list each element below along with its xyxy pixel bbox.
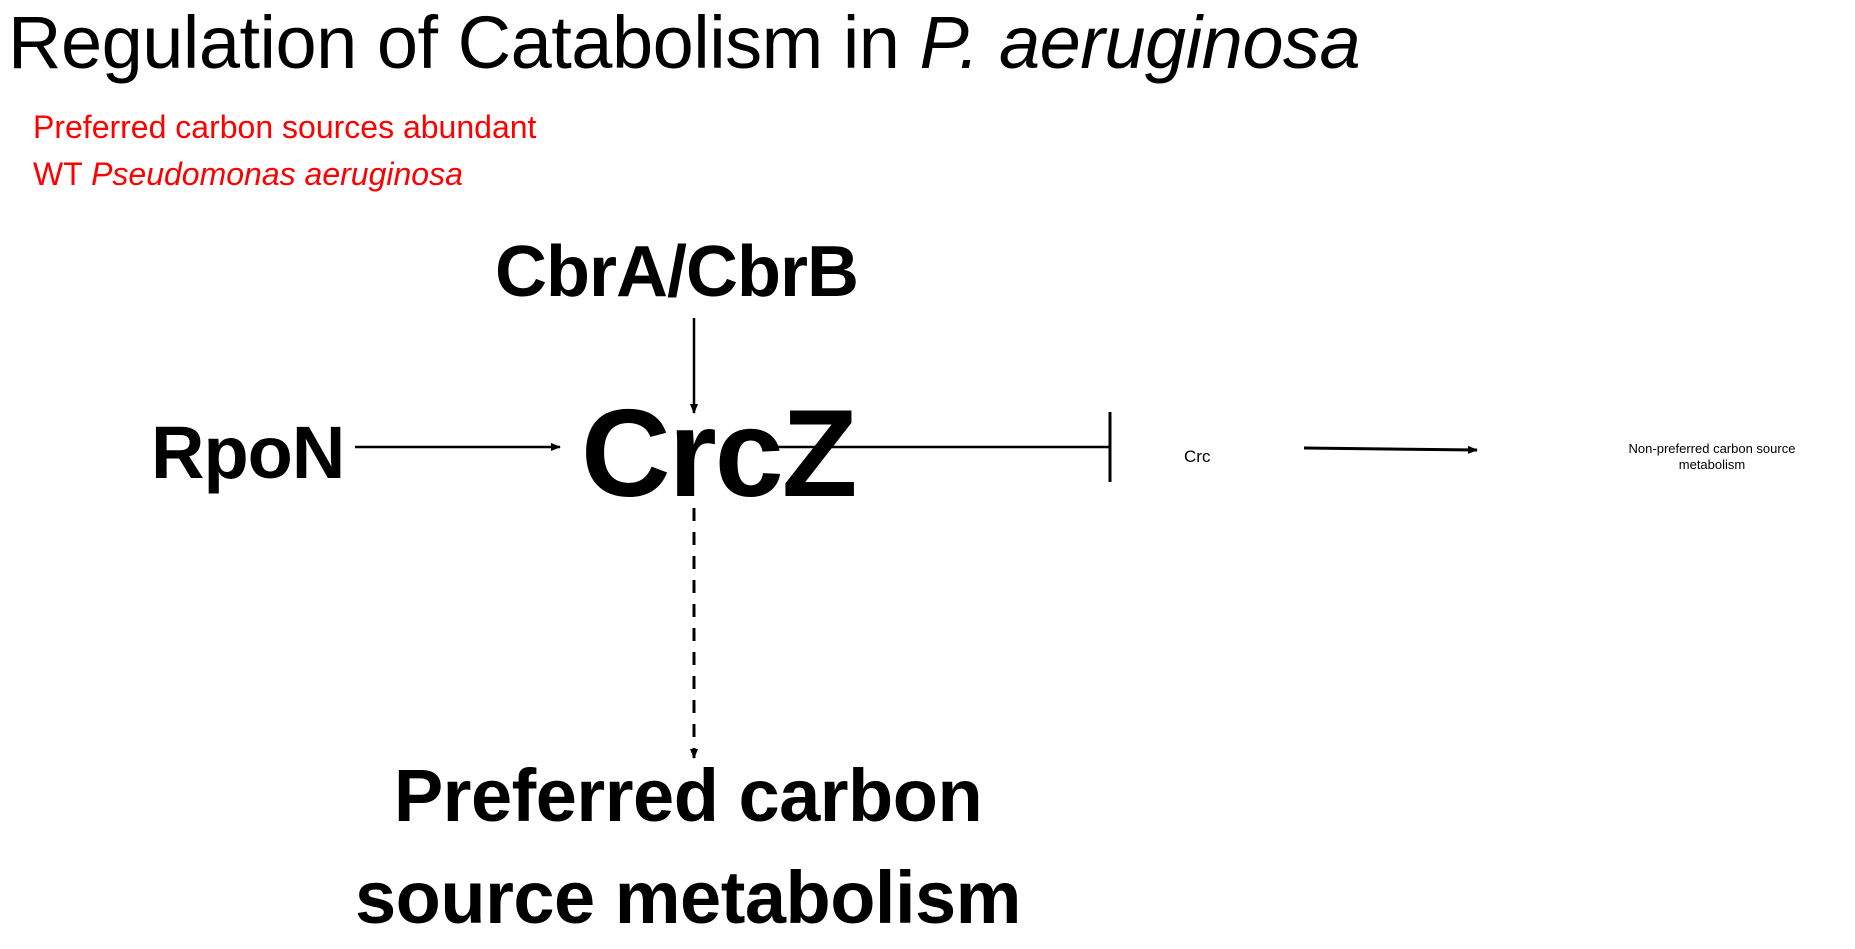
- subtitle-line2-italic: Pseudomonas aeruginosa: [91, 156, 463, 192]
- subtitle-line2-prefix: WT: [33, 156, 92, 192]
- subtitle-strain: WT Pseudomonas aeruginosa: [33, 158, 463, 190]
- node-crcz: CrcZ: [581, 385, 858, 523]
- subtitle-condition: Preferred carbon sources abundant: [33, 111, 536, 143]
- slide-title: Regulation of Catabolism in P. aeruginos…: [8, 6, 1361, 80]
- edge-crc-to-nonpref: [1303, 445, 1478, 454]
- node-cbra-cbrb: CbrA/CbrB: [495, 232, 859, 312]
- node-crc: Crc: [1184, 447, 1211, 466]
- node-preferred-metabolism: Preferred carbon source metabolism: [355, 754, 1021, 940]
- node-non-preferred-metabolism: Non-preferred carbon source metabolism: [1628, 441, 1796, 473]
- title-italic-text: P. aeruginosa: [919, 1, 1361, 84]
- title-main-text: Regulation of Catabolism in: [8, 1, 920, 84]
- subtitle-line1-text: Preferred carbon sources abundant: [33, 109, 537, 145]
- node-rpon: RpoN: [151, 411, 345, 494]
